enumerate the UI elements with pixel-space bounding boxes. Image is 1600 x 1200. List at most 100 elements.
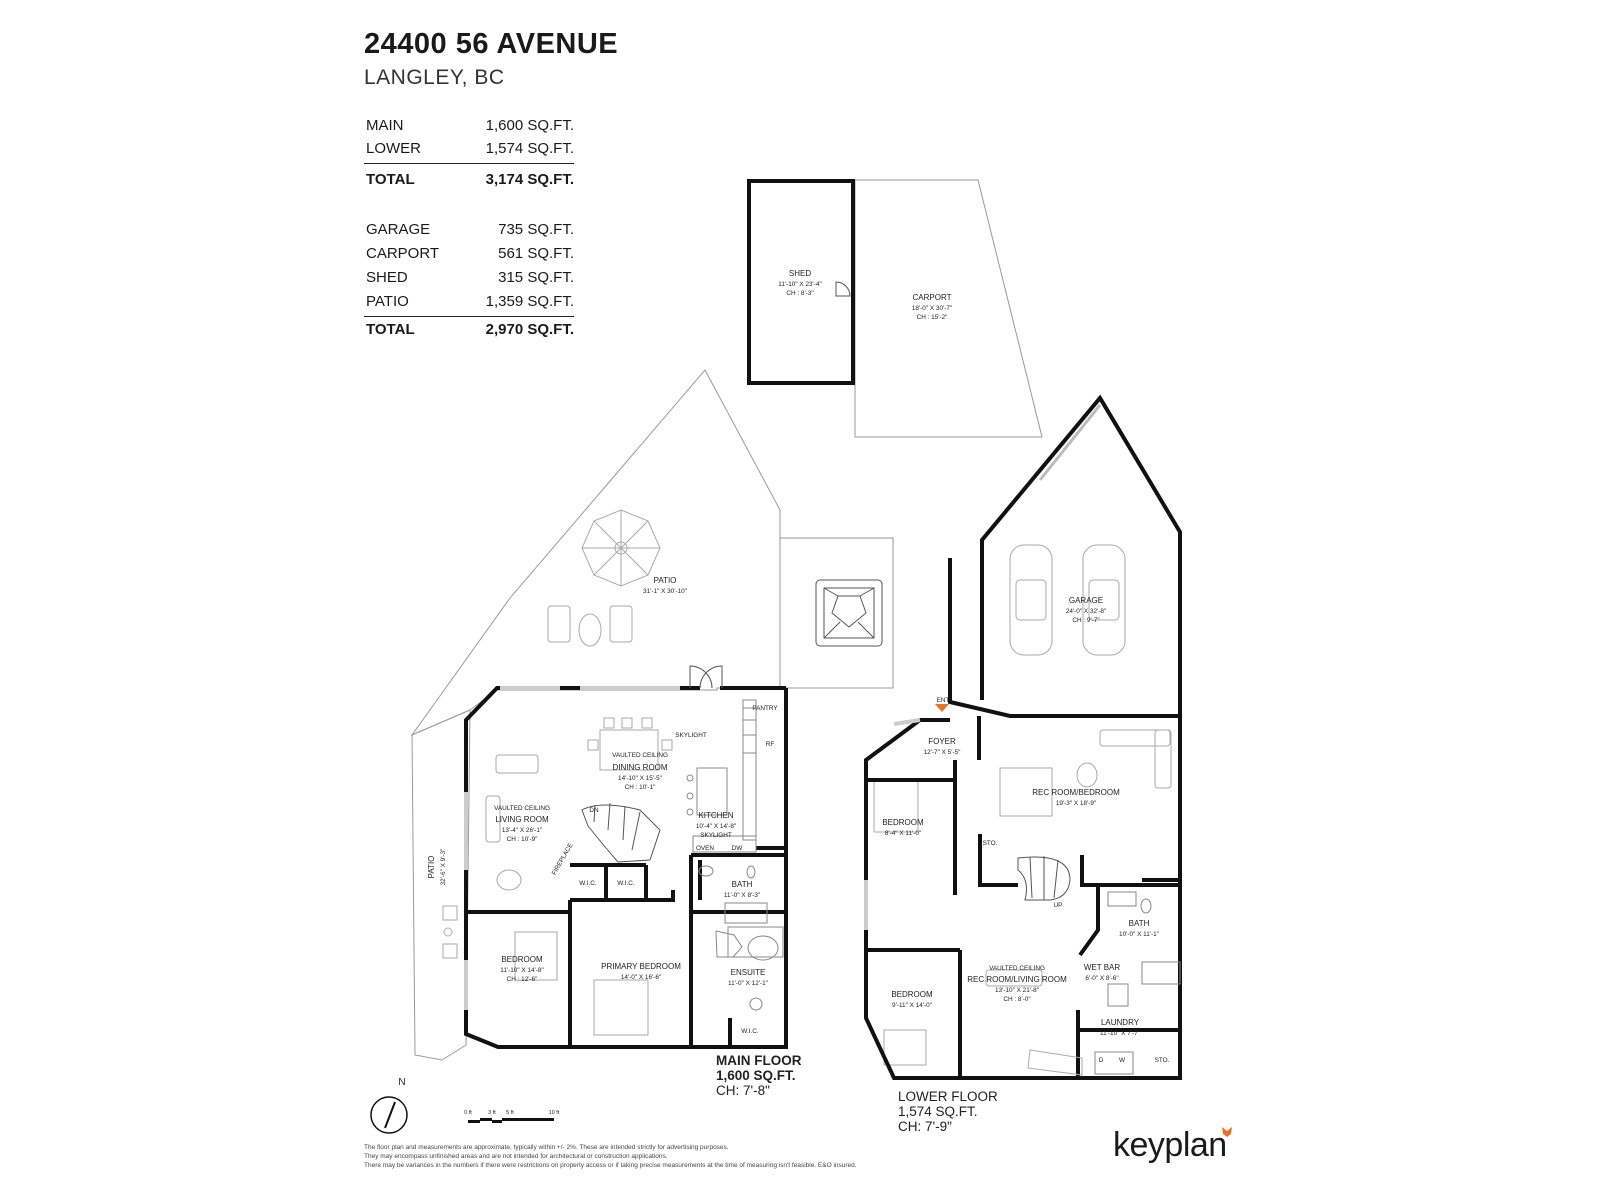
- room-name: REC ROOM/BEDROOM: [1032, 788, 1120, 797]
- room-ch: CH : 10'-1": [625, 784, 656, 791]
- scale-tick: 5 ft: [506, 1110, 514, 1116]
- floor-label-main: MAIN FLOOR 1,600 SQ.FT. CH: 7'-8": [716, 1053, 802, 1098]
- brand-logo: keyplan: [1113, 1126, 1227, 1164]
- shed-walls: [747, 179, 855, 385]
- room-name: PANTRY: [752, 705, 778, 712]
- room-name: CARPORT: [913, 293, 952, 302]
- area-row-carport: CARPORT 561 SQ.FT.: [364, 245, 574, 265]
- area-row-total-other: TOTAL 2,970 SQ.FT.: [364, 321, 574, 341]
- floor-name: MAIN FLOOR: [716, 1053, 802, 1068]
- bed-icon: [514, 931, 558, 981]
- floor-area: 1,574 SQ.FT.: [898, 1104, 978, 1119]
- room-dim: 9'-11" X 14'-0": [892, 1002, 932, 1009]
- room-name: PATIO: [427, 856, 436, 879]
- room-ch: CH : 15'-2": [917, 314, 948, 321]
- room-name: WET BAR: [1084, 963, 1121, 972]
- room-note: VAULTED CEILING: [494, 805, 550, 812]
- area-label: PATIO: [366, 293, 409, 310]
- area-label: MAIN: [366, 117, 404, 134]
- area-row-shed: SHED 315 SQ.FT.: [364, 269, 574, 289]
- area-label: GARAGE: [366, 221, 431, 238]
- room-name: LAUNDRY: [1101, 1018, 1140, 1027]
- room-ch: CH : 9'-7": [1072, 617, 1099, 624]
- room-name: REC ROOM/LIVING ROOM: [967, 975, 1067, 984]
- area-label: SHED: [366, 269, 408, 286]
- page-title: 24400 56 AVENUE: [364, 28, 619, 60]
- entry-arrow-icon: [935, 704, 949, 712]
- stair-label: UP: [1054, 902, 1063, 909]
- area-row-patio: PATIO 1,359 SQ.FT.: [364, 293, 574, 313]
- patio-door-icon: [689, 665, 723, 689]
- room-dim: 11'-10" X 7'-7": [1100, 1030, 1140, 1037]
- room-name: BATH: [1129, 919, 1150, 928]
- room-name: W.I.C.: [741, 1028, 759, 1035]
- room-name: BEDROOM: [891, 990, 933, 999]
- room-name: LIVING ROOM: [495, 815, 549, 824]
- area-row-total-living: TOTAL 3,174 SQ.FT.: [364, 171, 574, 191]
- area-label: TOTAL: [366, 171, 415, 188]
- area-value: 1,574 SQ.FT.: [485, 140, 574, 157]
- appliance-label: DW: [732, 845, 744, 852]
- room-name: STO.: [1155, 1057, 1170, 1064]
- stairs-main-icon: [581, 802, 661, 863]
- disclaimer-line: They may encompass unfinished areas and …: [364, 1153, 668, 1160]
- room-name: GARAGE: [1069, 596, 1103, 605]
- scale-tick: 0 ft: [464, 1110, 472, 1116]
- hot-tub-icon: [815, 579, 883, 647]
- lower-floor-walls: [864, 394, 1182, 1080]
- room-dim: 13'-10" X 21'-8": [995, 987, 1039, 994]
- room-ch: CH : 10'-9": [507, 836, 538, 843]
- room-name: FOYER: [928, 737, 956, 746]
- room-note: SKYLIGHT: [700, 832, 732, 839]
- room-ch: CH : 12'-6": [507, 976, 538, 983]
- patio-outline: [410, 369, 781, 737]
- disclaimer-line: The floor plan and measurements are appr…: [364, 1144, 729, 1151]
- scale-tick: 3 ft: [488, 1110, 496, 1116]
- divider: [364, 316, 574, 317]
- room-dim: 13'-4" X 26'-1": [502, 827, 542, 834]
- room-name: BATH: [732, 880, 753, 889]
- room-note: VAULTED CEILING: [612, 752, 668, 759]
- bath-fixtures-icon: [698, 865, 784, 1011]
- area-row-garage: GARAGE 735 SQ.FT.: [364, 221, 574, 241]
- room-dim: 6'-0" X 8'-6": [1085, 975, 1118, 982]
- room-name: DINING ROOM: [612, 763, 667, 772]
- room-name: PATIO: [654, 576, 677, 585]
- scale-bar: 0 ft 3 ft 5 ft 10 ft: [464, 1110, 560, 1123]
- room-dim: 14'-10" X 15'-5": [618, 775, 662, 782]
- compass-label: N: [398, 1077, 405, 1088]
- area-label: TOTAL: [366, 321, 415, 338]
- room-dim: 8'-4" X 11'-0": [885, 830, 921, 837]
- scale-tick: 10 ft: [549, 1110, 560, 1116]
- appliance-label: RF: [766, 741, 775, 748]
- dining-table-icon: [587, 717, 673, 771]
- room-ch: CH : 8'-3": [786, 290, 813, 297]
- room-dim: 14'-0" X 16'-6": [621, 974, 661, 981]
- disclaimer: The floor plan and measurements are appr…: [364, 1143, 924, 1170]
- living-room-furniture-icon: [485, 754, 539, 891]
- stairs-lower-icon: [1017, 856, 1071, 901]
- room-dim: 24'-0" X 32'-8": [1066, 608, 1106, 615]
- room-dim: 11'-0" X 8'-3": [724, 892, 760, 899]
- room-dim: 10'-4" X 14'-8": [696, 823, 736, 830]
- room-name: BEDROOM: [882, 818, 924, 827]
- area-value: 561 SQ.FT.: [498, 245, 574, 262]
- room-dim: 19'-3" X 18'-9": [1056, 800, 1096, 807]
- room-dim: 10'-0" X 11'-1": [1119, 931, 1159, 938]
- room-dim: 11'-0" X 12'-1": [728, 980, 768, 987]
- area-row-lower: LOWER 1,574 SQ.FT.: [364, 140, 574, 160]
- room-note: SKYLIGHT: [675, 732, 707, 739]
- room-name: PRIMARY BEDROOM: [601, 962, 681, 971]
- room-name: STO.: [983, 840, 998, 847]
- room-name: SHED: [789, 269, 811, 278]
- room-name: W.I.C.: [579, 880, 597, 887]
- room-dim: 11'-10" X 14'-8": [500, 967, 543, 974]
- side-patio-outline: [411, 709, 471, 1061]
- room-dim: 12'-7" X 5'-5": [924, 749, 961, 756]
- area-value: 1,359 SQ.FT.: [485, 293, 574, 310]
- appliance-label: W: [1119, 1057, 1126, 1064]
- stair-label: DN: [589, 807, 599, 814]
- floor-name: LOWER FLOOR: [898, 1089, 998, 1104]
- bed-icon: [999, 767, 1053, 817]
